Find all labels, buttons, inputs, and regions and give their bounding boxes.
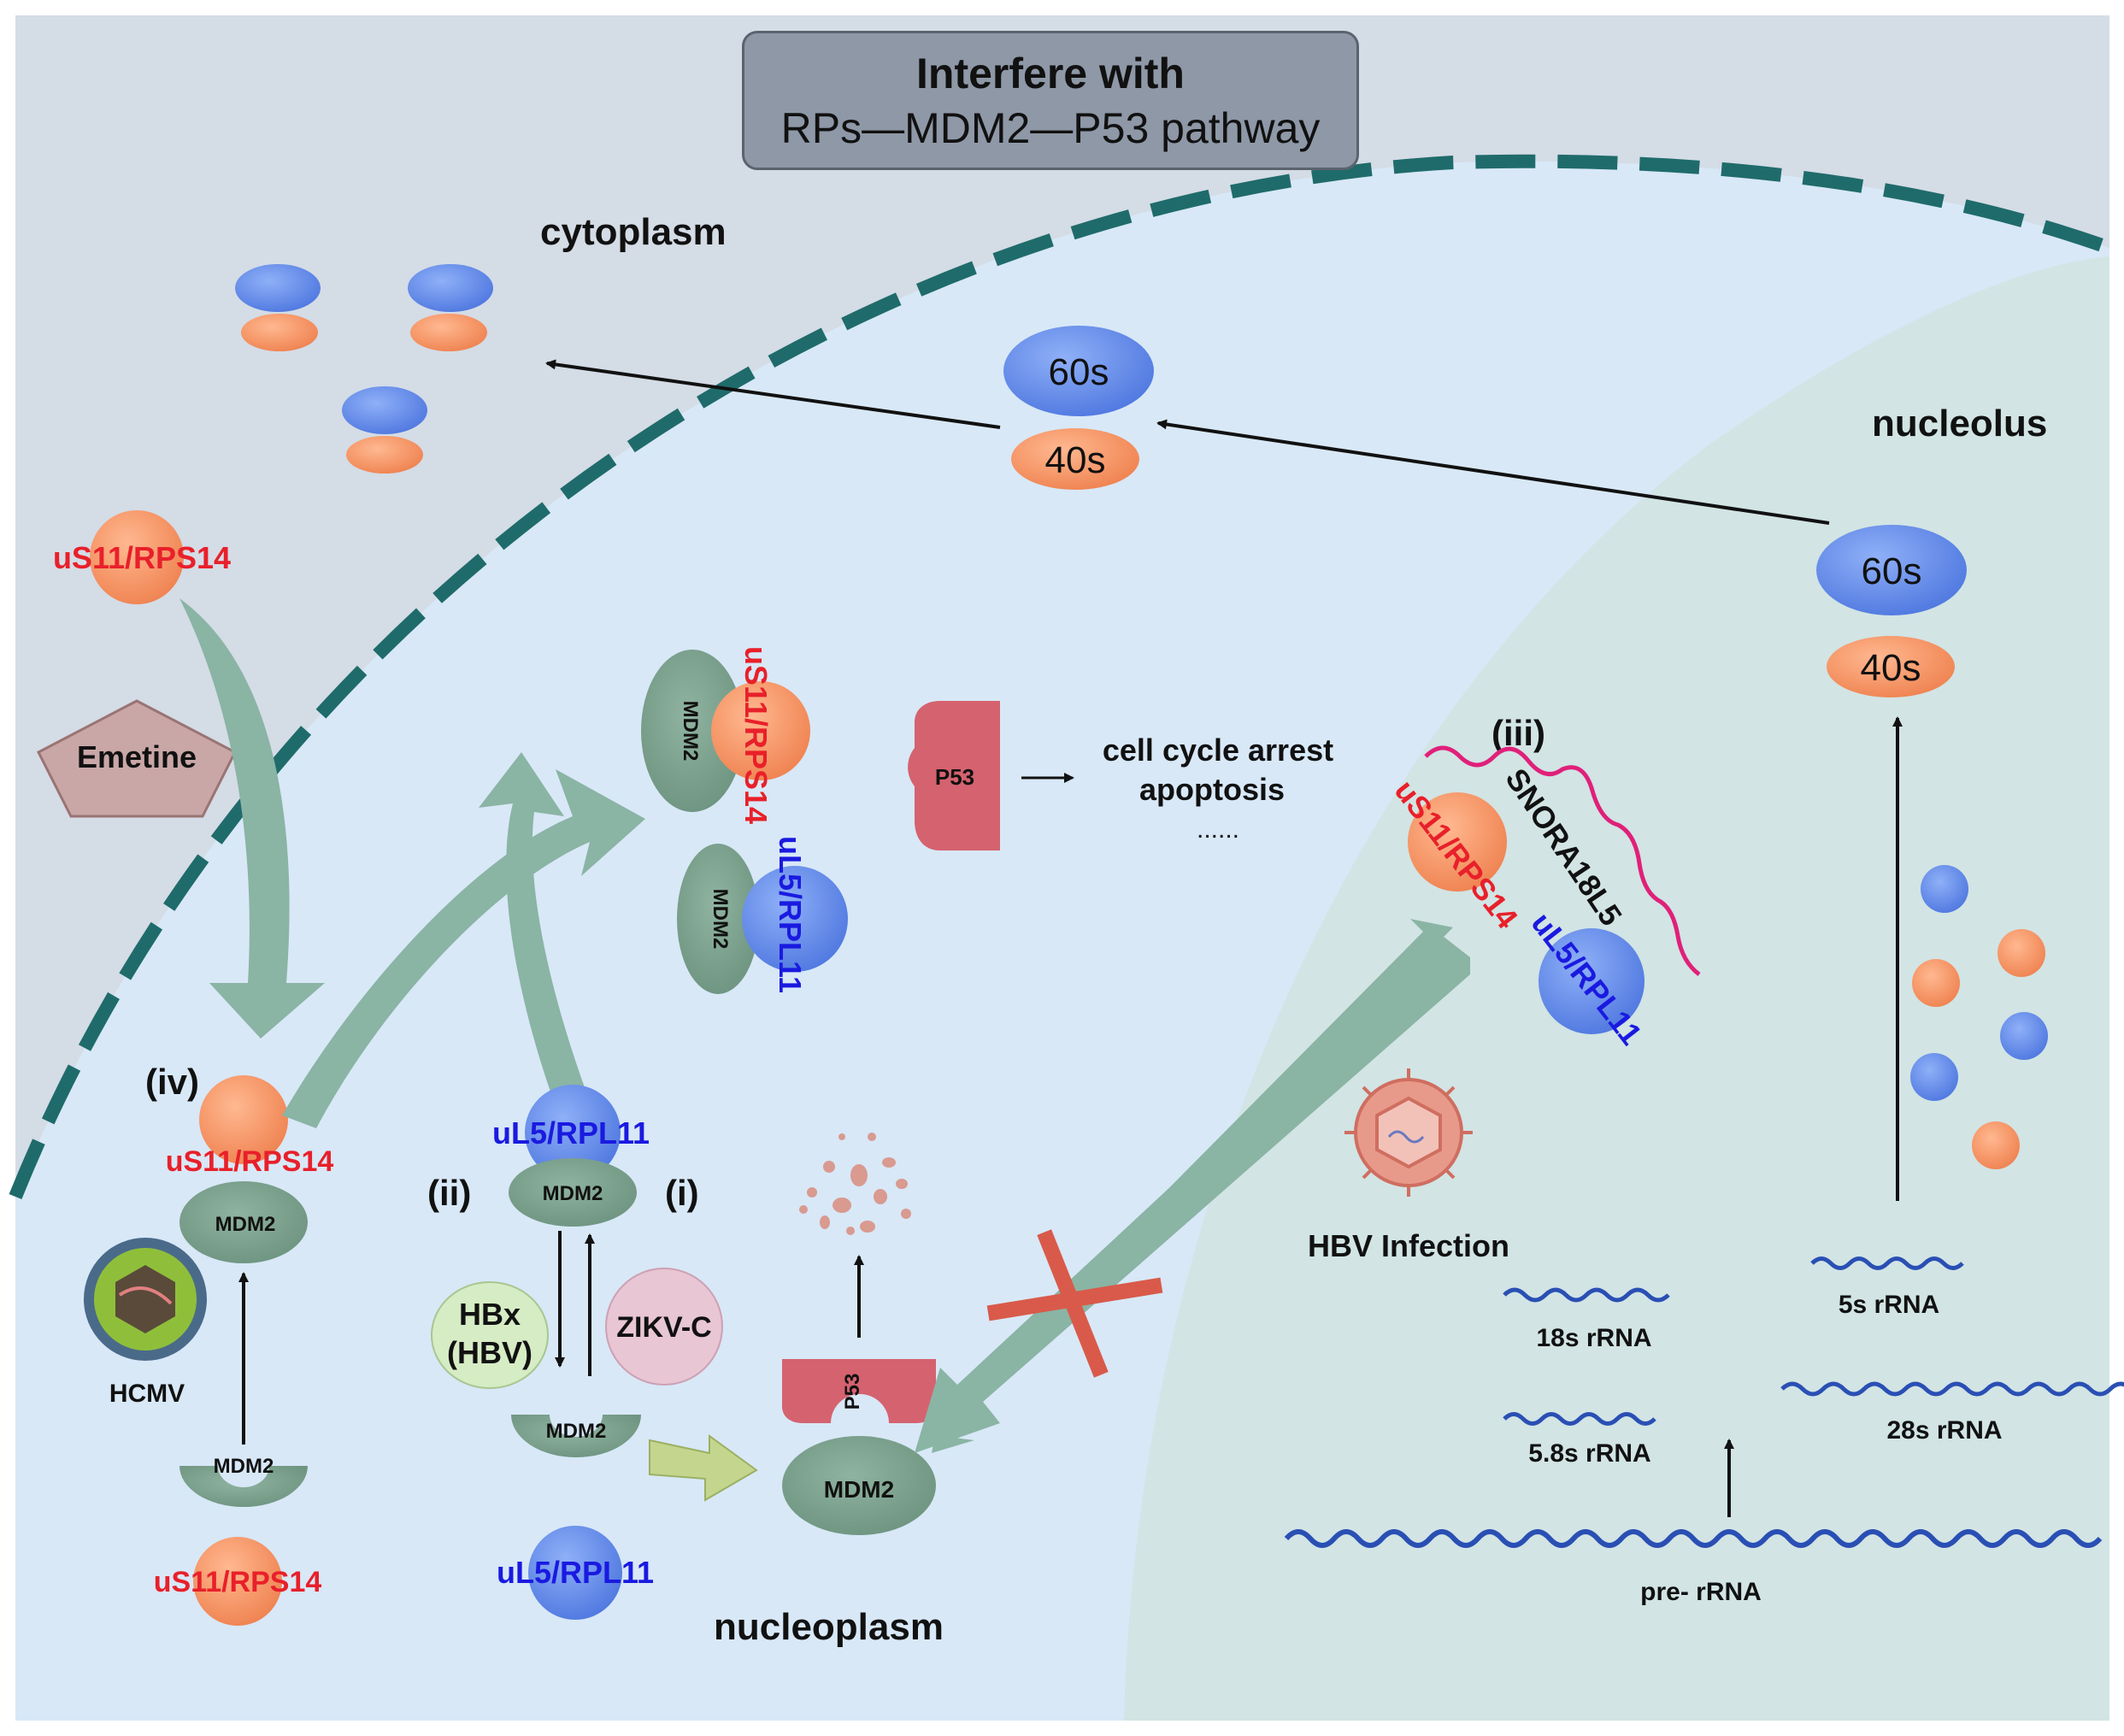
mdm2-ul5-complex	[677, 844, 759, 994]
mdm2-label-iv: MDM2	[215, 1213, 276, 1236]
emetine-label: Emetine	[77, 739, 197, 774]
nucleolus-free-proteins	[1910, 865, 2048, 1169]
us11-label-complex: uS11/RPS14	[738, 646, 774, 824]
nucleolus-label: nucleolus	[1872, 403, 2047, 444]
mdm2-label-ii-free: MDM2	[546, 1420, 607, 1443]
mdm2-p53-complex	[782, 1436, 936, 1535]
nuclear-envelope	[9, 154, 2112, 1199]
mdm2-ii-bound	[509, 1158, 637, 1227]
us11-in-complex	[711, 681, 810, 780]
arrow-ii-to-complex	[479, 752, 585, 1094]
rrna-5s-wave	[1810, 1256, 1964, 1270]
title-line-2: RPs—MDM2—P53 pathway	[780, 104, 1321, 152]
zikv-label: ZIKV-C	[616, 1311, 711, 1344]
title-line-1: Interfere with	[916, 50, 1185, 97]
emetine-pathway-arrow	[179, 598, 325, 1039]
us11-label-bottom: uS11/RPS14	[154, 1566, 322, 1598]
arrow-iv-to-complex	[282, 769, 645, 1128]
rrna-58s-wave	[1503, 1412, 1656, 1426]
mechanism-i-label: (i)	[665, 1173, 699, 1213]
p53-protein-bottom	[782, 1359, 936, 1423]
hbx-label-1: HBx	[459, 1297, 521, 1332]
rrna-28s-wave	[1780, 1381, 2124, 1397]
mdm2-label-ii: MDM2	[543, 1182, 603, 1205]
mdm2-iv-bound	[179, 1181, 308, 1263]
snora-pathway-arrow-body	[915, 927, 1470, 1453]
cytoplasm-ribosome-2	[408, 264, 493, 351]
hbv-virus-icon	[1344, 1068, 1473, 1197]
snora-pathway-arrow-head	[1410, 919, 1453, 945]
mechanism-ii-label: (ii)	[427, 1173, 471, 1213]
nucleoplasm-label: nucleoplasm	[714, 1606, 944, 1648]
us11-protein-iv	[199, 1075, 288, 1164]
ribosome-exporting: 60s 40s	[1003, 326, 1154, 490]
hcmv-label: HCMV	[109, 1380, 185, 1408]
us11-protein-iii	[1408, 792, 1507, 892]
ul5-in-complex	[742, 866, 848, 972]
emetine-pentagon	[36, 699, 238, 818]
ul5-protein-bottom	[528, 1526, 622, 1620]
ribosome-60s-label: 60s	[1049, 351, 1109, 393]
rrna-58s-label: 5.8s rRNA	[1528, 1439, 1650, 1468]
arrow-to-p53-complex	[649, 1434, 758, 1502]
mdm2-label-complex1: MDM2	[679, 701, 702, 762]
mdm2-label-complex2: MDM2	[709, 889, 732, 950]
block-x-icon	[986, 1229, 1163, 1378]
ul5-label-ii: uL5/RPL11	[492, 1115, 650, 1150]
nucleolus-60s-label: 60s	[1862, 550, 1922, 592]
ribosome-nucleolus: 60s 40s	[1816, 525, 1967, 697]
mdm2-iv-free	[179, 1466, 308, 1507]
mechanism-iv-label: (iv)	[145, 1062, 199, 1102]
mdm2-label-iv-free: MDM2	[214, 1455, 274, 1478]
mdm2-us11-complex	[641, 650, 744, 812]
cytoplasm-ribosome-1	[235, 264, 321, 351]
p53-label-bottom: P53	[841, 1374, 864, 1410]
mdm2-label-p53-complex: MDM2	[824, 1476, 894, 1503]
snora18l5-rna	[1424, 745, 1701, 976]
rrna-18s-wave	[1503, 1287, 1670, 1303]
pre-rrna-label: pre- rRNA	[1640, 1578, 1762, 1606]
mdm2-ii-free	[511, 1415, 641, 1457]
rrna-28s-label: 28s rRNA	[1886, 1416, 2002, 1445]
mechanism-iii-label: (iii)	[1492, 713, 1545, 753]
ul5-protein-ii	[525, 1085, 621, 1180]
rrna-5s-label: 5s rRNA	[1839, 1291, 1939, 1319]
outcome-cell-cycle: cell cycle arrest	[1103, 733, 1333, 768]
degradation-fragments	[799, 1133, 911, 1235]
ul5-label-bottom: uL5/RPL11	[497, 1555, 654, 1590]
hcmv-virus-icon	[84, 1238, 207, 1361]
export-arrow-cytoplasm	[545, 359, 1001, 429]
us11-label-cytoplasm: uS11/RPS14	[53, 540, 231, 575]
hbv-infection-label: HBV Infection	[1308, 1228, 1509, 1263]
ul5-label-complex: uL5/RPL11	[773, 836, 808, 993]
outcome-ellipsis: ......	[1197, 815, 1239, 844]
pre-rrna-wave	[1284, 1529, 2103, 1548]
nucleolus-40s-label: 40s	[1861, 647, 1921, 689]
outcome-apoptosis: apoptosis	[1139, 772, 1285, 807]
p53-protein	[908, 701, 1000, 850]
cytoplasm-ribosome-3	[342, 386, 427, 474]
hbx-label-2: (HBV)	[447, 1335, 532, 1370]
us11-protein-cytoplasm	[90, 510, 184, 604]
zikv-protein	[605, 1268, 723, 1386]
ribosome-40s-label: 40s	[1045, 439, 1106, 481]
ul5-protein-iii	[1539, 928, 1644, 1034]
rrna-18s-label: 18s rRNA	[1536, 1324, 1651, 1352]
p53-label: P53	[935, 764, 974, 790]
export-arrow-nucleus	[1156, 419, 1830, 525]
cytoplasm-label: cytoplasm	[540, 211, 727, 253]
us11-label-iv: uS11/RPS14	[166, 1145, 334, 1178]
title-box: Interfere with RPs—MDM2—P53 pathway	[742, 31, 1359, 170]
hbx-protein	[431, 1281, 549, 1389]
us11-protein-bottom	[193, 1537, 282, 1626]
